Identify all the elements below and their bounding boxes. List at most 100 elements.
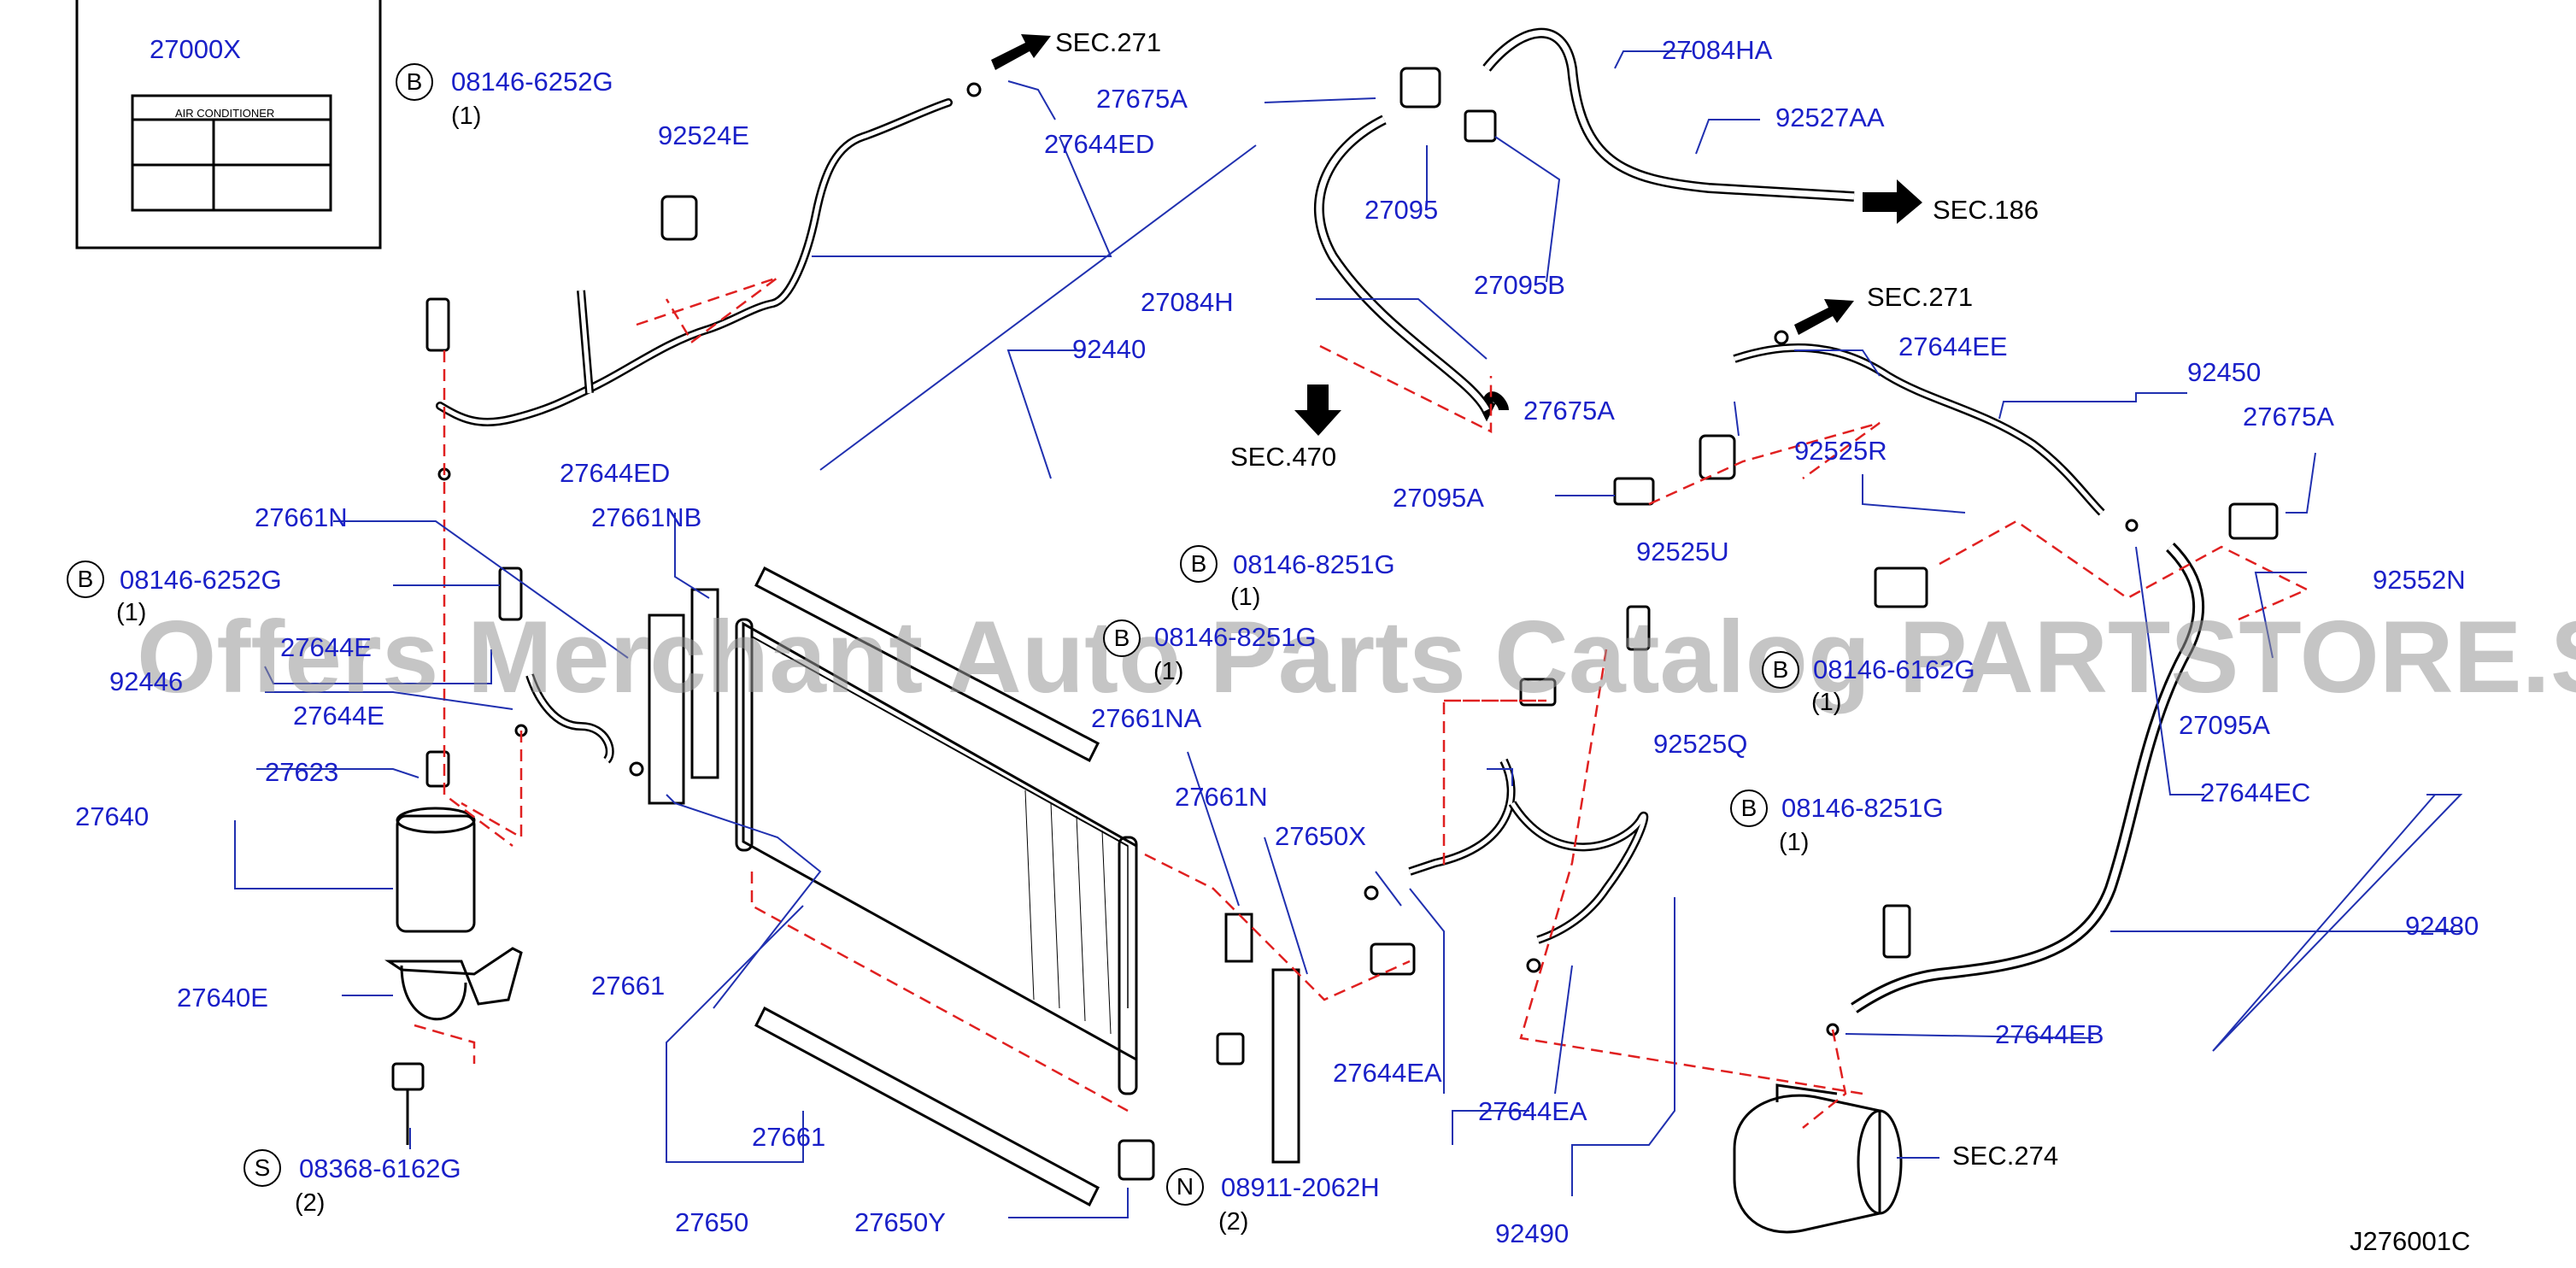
callout-n1-letter: N: [1166, 1168, 1204, 1206]
callout-b4-letter: B: [1103, 619, 1141, 657]
callout-b5-code[interactable]: 08146-6162G: [1813, 655, 1975, 684]
part-27644E-top[interactable]: 27644E: [280, 632, 372, 662]
side-seal-1: [648, 613, 685, 805]
part-27644EE[interactable]: 27644EE: [1898, 332, 2008, 361]
part-27644ED-left[interactable]: 27644ED: [560, 458, 671, 488]
callout-b3-letter: B: [1180, 545, 1218, 583]
oring-e: [1526, 958, 1541, 973]
callout-b5-qty: (1): [1811, 689, 1842, 716]
pipe-92446: [525, 673, 614, 764]
label-box-caption: AIR CONDITIONER: [175, 107, 275, 120]
part-27644E-bottom[interactable]: 27644E: [293, 701, 384, 731]
bolt-b4: [1519, 678, 1557, 707]
sec-ref-271-top[interactable]: SEC.271: [1055, 27, 1162, 57]
callout-b4-code[interactable]: 08146-8251G: [1154, 622, 1317, 652]
part-92480[interactable]: 92480: [2405, 911, 2479, 941]
seal-strip-bottom: [754, 1006, 1100, 1207]
part-27650Y[interactable]: 27650Y: [854, 1207, 946, 1237]
sec-ref-274[interactable]: SEC.274: [1952, 1141, 2059, 1171]
part-92446[interactable]: 92446: [109, 666, 184, 696]
part-92552N[interactable]: 92552N: [2373, 565, 2466, 595]
part-27661N-left[interactable]: 27661N: [255, 502, 348, 532]
part-27095B[interactable]: 27095B: [1474, 270, 1565, 300]
pipe-92490-inner: [1409, 759, 1514, 874]
part-92525R[interactable]: 92525R: [1794, 436, 1887, 466]
callout-b6-letter: B: [1730, 790, 1768, 827]
part-27084H[interactable]: 27084H: [1141, 287, 1234, 317]
hose-92480-inner: [1851, 544, 2203, 1012]
callout-n1-code[interactable]: 08911-2062H: [1221, 1172, 1380, 1202]
part-27644EC[interactable]: 27644EC: [2200, 778, 2311, 807]
hose-27084HA-inner: [1484, 30, 1855, 200]
callout-b5-letter: B: [1762, 651, 1799, 689]
sec-ref-271-right[interactable]: SEC.271: [1867, 282, 1974, 312]
callout-b6-code[interactable]: 08146-8251G: [1781, 793, 1944, 823]
part-27661N-right[interactable]: 27661N: [1175, 782, 1268, 812]
part-27675A-right[interactable]: 27675A: [2243, 402, 2334, 431]
part-92490[interactable]: 92490: [1495, 1218, 1570, 1248]
part-27095A-right[interactable]: 27095A: [2179, 710, 2270, 740]
part-27661-left[interactable]: 27661: [591, 971, 666, 1001]
hose-27084H: [1313, 114, 1509, 422]
arrow-sec470: [1294, 385, 1341, 436]
part-27640[interactable]: 27640: [75, 801, 150, 831]
part-92525U[interactable]: 92525U: [1636, 537, 1729, 566]
sec-ref-186[interactable]: SEC.186: [1933, 195, 2039, 225]
oring-g: [629, 761, 644, 777]
part-27661-bottom[interactable]: 27661: [752, 1122, 826, 1152]
callout-s1-code[interactable]: 08368-6162G: [299, 1154, 461, 1183]
callout-b1-qty: (1): [451, 103, 482, 130]
part-92525Q[interactable]: 92525Q: [1653, 729, 1748, 759]
fitting-27095: [1399, 67, 1441, 109]
part-27650X[interactable]: 27650X: [1275, 821, 1366, 851]
part-92440[interactable]: 92440: [1072, 334, 1147, 364]
bolt-b5: [1874, 566, 1928, 608]
callout-b2-code[interactable]: 08146-6252G: [120, 565, 282, 595]
pipe-92440-inner: [437, 100, 951, 425]
label-frame: [75, 0, 382, 249]
bracket-92552N: [2228, 502, 2279, 540]
part-27644EB[interactable]: 27644EB: [1995, 1019, 2104, 1049]
part-92450[interactable]: 92450: [2187, 357, 2262, 387]
part-27661NB[interactable]: 27661NB: [591, 502, 702, 532]
part-27644EA-right[interactable]: 27644EA: [1478, 1096, 1587, 1126]
pipe-92440-bend-inner: [578, 290, 592, 394]
hose-27084H-inner: [1316, 116, 1490, 412]
part-27644ED-top[interactable]: 27644ED: [1044, 129, 1155, 159]
part-27623[interactable]: 27623: [265, 757, 339, 787]
label-box-code[interactable]: 27000X: [150, 34, 241, 64]
part-92524E[interactable]: 92524E: [658, 120, 749, 150]
receiver-drier-drawing: [384, 750, 523, 1145]
part-27675A-mid[interactable]: 27675A: [1523, 396, 1615, 426]
part-27095A-mid[interactable]: 27095A: [1393, 483, 1484, 513]
side-seal-3: [1271, 968, 1300, 1164]
pipe-92450: [1733, 343, 2105, 516]
arrow-sec271-a: [991, 34, 1051, 70]
part-27640E[interactable]: 27640E: [177, 983, 268, 1013]
bolt-b6: [1882, 904, 1911, 959]
part-27661NA[interactable]: 27661NA: [1091, 703, 1202, 733]
callout-s1-letter: S: [244, 1149, 281, 1187]
fitting-27095A: [1613, 477, 1655, 506]
pipe-92446-inner: [527, 674, 613, 762]
part-27650[interactable]: 27650: [675, 1207, 749, 1237]
callout-b3-code[interactable]: 08146-8251G: [1233, 549, 1395, 579]
bracket-27650Y: [1118, 1139, 1155, 1181]
part-27675A-top[interactable]: 27675A: [1096, 84, 1188, 114]
part-27095[interactable]: 27095: [1364, 195, 1439, 225]
callout-n1-qty: (2): [1218, 1208, 1249, 1236]
bolt-b1: [425, 297, 450, 352]
part-27644EA-left[interactable]: 27644EA: [1333, 1058, 1442, 1088]
switch-27650X: [1370, 942, 1416, 976]
part-92527AA[interactable]: 92527AA: [1775, 103, 1885, 132]
fitting-27095B: [1464, 109, 1497, 143]
compressor-drawing: [1733, 1083, 1903, 1234]
label-sticker: [131, 94, 332, 212]
callout-b1-code[interactable]: 08146-6252G: [451, 67, 613, 97]
arrow-sec271-b: [1794, 299, 1854, 335]
callout-b4-qty: (1): [1153, 658, 1184, 685]
bolt-b3: [1626, 605, 1651, 651]
sec-ref-470[interactable]: SEC.470: [1230, 442, 1337, 472]
hose-92480: [1851, 543, 2205, 1013]
part-27084HA[interactable]: 27084HA: [1662, 35, 1773, 65]
